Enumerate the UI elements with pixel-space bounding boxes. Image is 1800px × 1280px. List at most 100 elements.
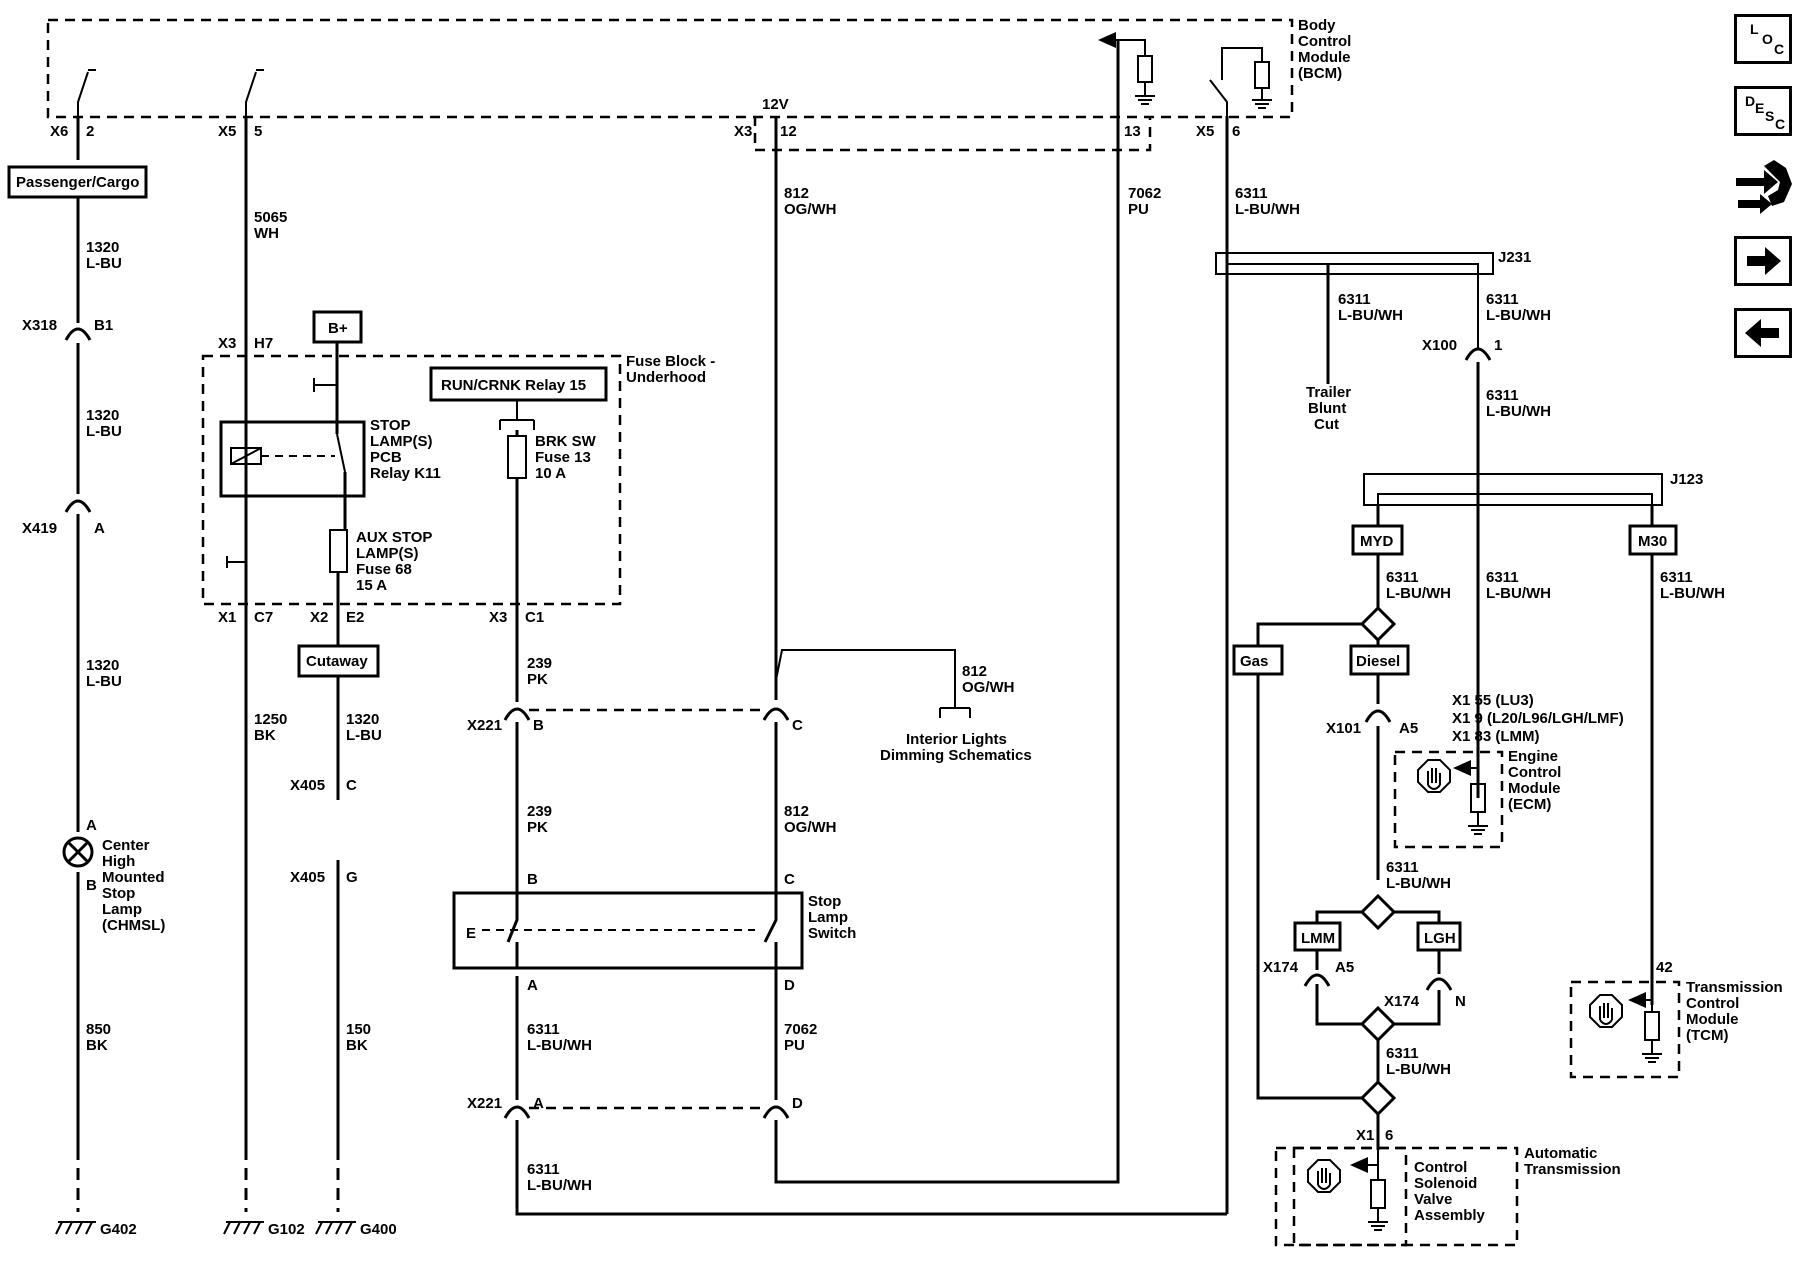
diagram-label: RUN/CRNK Relay 15 — [441, 377, 586, 394]
diagram-label: 6311 — [1660, 569, 1693, 586]
splice-j231 — [1215, 252, 1494, 275]
bcm-switch-3 — [1209, 47, 1263, 116]
ground-icon-g402 — [55, 1221, 96, 1235]
diagram-label: X1 55 (LU3) — [1452, 692, 1534, 709]
diagram-label: X101 — [1326, 720, 1361, 737]
diagram-label: Automatic — [1524, 1145, 1597, 1162]
ecm-hand-icon — [1417, 759, 1451, 793]
wire-segment — [1364, 709, 1392, 723]
diagram-label: 6311 — [1338, 291, 1371, 308]
next-button[interactable] — [1734, 236, 1792, 286]
wire-segment — [230, 447, 262, 465]
diagram-label: PU — [784, 1037, 805, 1054]
run-crnk-relay-box — [429, 366, 608, 402]
diagram-label: Solenoid — [1414, 1175, 1477, 1192]
ground-icon-g400 — [315, 1221, 356, 1235]
automatic-transmission — [1274, 1146, 1519, 1247]
diagram-label: BK — [86, 1037, 108, 1054]
wire-segment — [1227, 263, 1479, 348]
diagram-label: X318 — [22, 317, 57, 334]
diagram-label: X5 — [1196, 123, 1214, 140]
diagram-label: Gas — [1240, 653, 1268, 670]
tcm-hand-icon — [1589, 994, 1623, 1028]
wire-segment — [1427, 768, 1441, 790]
diagram-label: Switch — [808, 925, 856, 942]
diagram-label: X405 — [290, 869, 325, 886]
diagram-label: A5 — [1335, 959, 1354, 976]
arrow-left-icon — [1745, 319, 1779, 347]
diagram-label: B — [527, 871, 538, 888]
diagram-label: X100 — [1422, 337, 1457, 354]
diagram-label: L-BU/WH — [1386, 585, 1451, 602]
bcm-module: Body Control Module (BCM) 12V — [46, 17, 1351, 152]
diagram-label: X174 — [1263, 959, 1299, 976]
diagram-label: B — [533, 717, 544, 734]
ground-icon-g102 — [223, 1221, 264, 1235]
diagram-label: MYD — [1360, 533, 1394, 550]
wire-segment — [1376, 554, 1654, 1005]
diagram-label: Blunt — [1308, 400, 1346, 417]
diagram-label: Fuse 68 — [356, 561, 412, 578]
diagram-label: OG/WH — [784, 819, 837, 836]
diagram-label: Stop — [808, 893, 841, 910]
wire-segment — [1376, 505, 1654, 526]
arrow-right-icon — [1747, 247, 1781, 275]
diagram-label: Control — [1686, 995, 1739, 1012]
diagram-label: OG/WH — [784, 201, 837, 218]
diagram-label: L-BU/WH — [1486, 307, 1551, 324]
diagram-label: X5 — [218, 123, 236, 140]
diagram-label: A — [94, 520, 105, 537]
diagram-label: 6311 — [1235, 185, 1268, 202]
diagram-label: Transmission — [1686, 979, 1783, 996]
diagram-label: 10 A — [535, 465, 566, 482]
diagram-label: G102 — [268, 1221, 305, 1238]
diagram-label: 6 — [1232, 123, 1240, 140]
location-letter-c: C — [1774, 41, 1785, 57]
diagram-label: L-BU/WH — [527, 1177, 592, 1194]
diagram-label: 6311 — [1486, 569, 1519, 586]
diagram-label: 1320 — [86, 407, 119, 424]
diagram-label: OG/WH — [962, 679, 1015, 696]
diagram-label: LMM — [1301, 930, 1335, 947]
diagram-label: L-BU/WH — [1338, 307, 1403, 324]
diagram-label: Stop — [102, 885, 135, 902]
wire-segment — [226, 556, 246, 568]
diagram-label: X221 — [467, 717, 502, 734]
tools-button[interactable] — [1734, 156, 1794, 220]
diagram-label: A — [533, 1095, 544, 1112]
diagram-label: 150 — [346, 1021, 371, 1038]
location-letter-o: O — [1762, 31, 1773, 47]
previous-button[interactable] — [1734, 308, 1792, 358]
diagram-label: B — [86, 877, 97, 894]
diagram-label: 15 A — [356, 577, 387, 594]
location-button[interactable]: L O C — [1734, 14, 1792, 64]
diagram-label: L-BU/WH — [1660, 585, 1725, 602]
diagram-label: PK — [527, 671, 548, 688]
desc-letter-e: E — [1755, 100, 1765, 116]
wire-segment — [1317, 1168, 1331, 1190]
ecm-module — [1393, 750, 1504, 849]
diagram-label: A5 — [1399, 720, 1418, 737]
wire-segment — [1377, 493, 1653, 505]
diagram-label: Cutaway — [306, 653, 368, 670]
wire-segment — [774, 40, 1120, 1184]
diagram-label: PCB — [370, 449, 402, 466]
solenoid-hand-icon — [1307, 1159, 1341, 1193]
diagram-label: 6311 — [1486, 291, 1519, 308]
diagram-label: X3 — [489, 609, 507, 626]
junction-diamond-4 — [1359, 1079, 1397, 1117]
diagram-label: Module — [1508, 780, 1561, 797]
diagram-label: PU — [1128, 201, 1149, 218]
diagram-label: 239 — [527, 803, 552, 820]
wire-segment — [1425, 977, 1453, 991]
diagram-label: 12 — [780, 123, 797, 140]
diagram-label: 812 — [784, 185, 809, 202]
description-button[interactable]: D E S C — [1734, 86, 1792, 136]
tcm-module — [1569, 980, 1681, 1079]
diagram-label: L-BU/WH — [527, 1037, 592, 1054]
desc-letter-s: S — [1765, 108, 1775, 124]
diagram-label: Mounted — [102, 869, 164, 886]
